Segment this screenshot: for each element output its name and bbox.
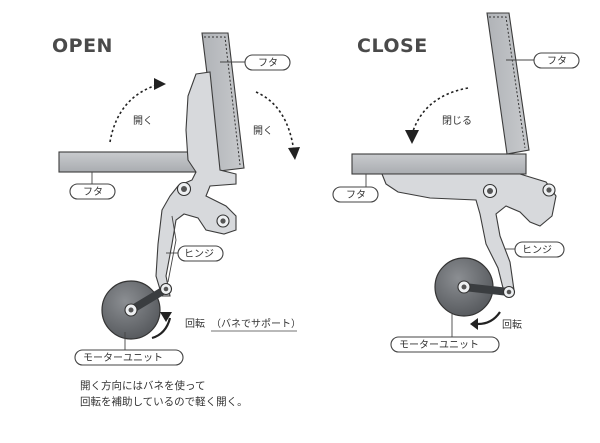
open-rotation-arrow [151,317,172,340]
open-arrow-left [109,83,161,143]
close-rotation-label: 回転 [502,319,522,331]
close-lid-vertical [486,12,530,155]
svg-text:ヒンジ: ヒンジ [522,244,552,256]
open-motor-callout: モーターユニット [74,332,184,366]
open-hinge-callout: ヒンジ [166,245,224,262]
close-arrow [411,87,469,135]
close-motor-callout: モーターユニット [390,314,500,353]
open-crank-arm [127,285,170,314]
close-arrow-label: 閉じる [442,115,472,127]
open-arrow-left-head [154,78,166,90]
svg-text:フタ: フタ [547,55,567,67]
open-hinge-bracket [155,71,237,297]
close-arrow-head [405,130,419,144]
open-arrow-right [255,91,295,153]
open-lid-callout-left: フタ [69,172,116,200]
close-lid-callout-top: フタ [506,52,580,69]
close-rotation-arrow-head [470,318,478,330]
close-lid-bar [351,153,527,175]
open-arrow-right-head [288,147,300,160]
open-heading: OPEN [52,35,113,57]
svg-text:モーターユニット: モーターユニット [83,352,163,364]
close-heading: CLOSE [357,35,428,57]
open-arrow-right-label: 開く [253,125,273,137]
svg-text:モーターユニット: モーターユニット [399,339,479,351]
open-lid-callout-top: フタ [220,54,291,71]
open-spring-note: （バネでサポート） [211,318,301,330]
close-lid-callout-left: フタ [332,174,379,203]
svg-text:フタ: フタ [83,186,103,198]
open-arrow-left-label: 開く [133,115,153,127]
close-rotation-arrow [477,311,501,326]
close-crank-arm [460,283,513,296]
svg-text:フタ: フタ [346,189,366,201]
caption-line-1: 開く方向にはバネを使って [80,379,205,392]
open-rotation-arrow-head [160,312,172,322]
caption-line-2: 回転を補助しているので軽く開く。 [80,395,248,408]
open-rotation-label: 回転 [185,318,205,330]
svg-text:フタ: フタ [258,57,278,69]
open-lid-bar [58,151,210,173]
svg-text:ヒンジ: ヒンジ [184,248,214,260]
close-hinge-callout: ヒンジ [505,241,565,258]
